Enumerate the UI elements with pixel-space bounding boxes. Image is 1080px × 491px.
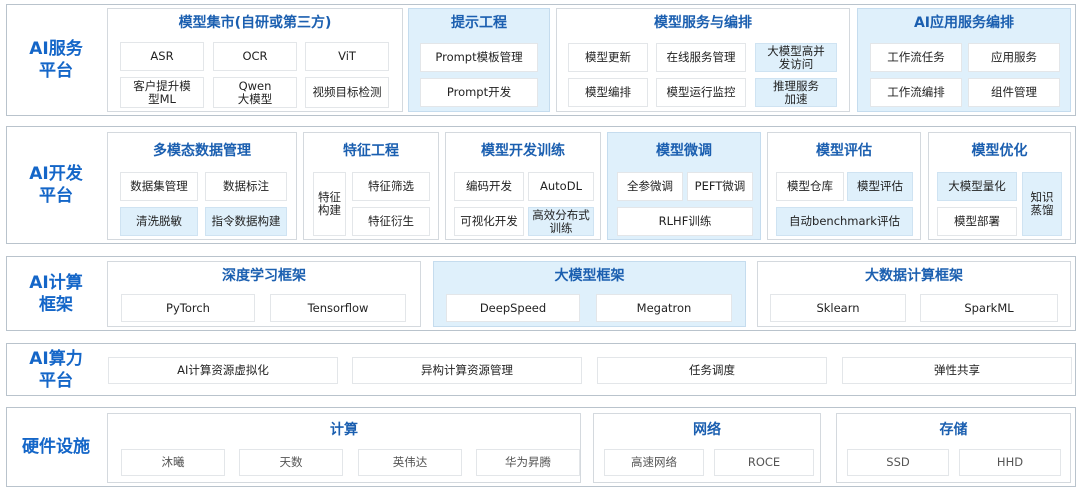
box-app-service[interactable]: 应用服务 [968, 43, 1060, 72]
box-distributed-training[interactable]: 高效分布式 训练 [528, 207, 594, 236]
box-megatron[interactable]: Megatron [596, 294, 732, 322]
box-autodl[interactable]: AutoDL [528, 172, 594, 201]
box-visual-dev[interactable]: 可视化开发 [454, 207, 524, 236]
box-customer-ml[interactable]: 客户提升模 型ML [120, 77, 204, 108]
panel-feature-engineering: 特征工程 特征 构建 特征筛选 特征衍生 [303, 132, 439, 240]
box-workflow-orchestration[interactable]: 工作流编排 [870, 78, 962, 107]
panel-title-deep-learning: 深度学习框架 [222, 268, 306, 284]
box-vit[interactable]: ViT [305, 42, 389, 71]
box-deepspeed[interactable]: DeepSpeed [446, 294, 580, 322]
layer-title-ai-dev: AI开发 平台 [29, 164, 83, 206]
box-asr[interactable]: ASR [120, 42, 204, 71]
panel-title-storage: 存储 [939, 422, 968, 438]
box-high-concurrency[interactable]: 大模型高并 发访问 [755, 43, 837, 72]
panel-deep-learning: 深度学习框架 PyTorch Tensorflow [107, 261, 421, 327]
box-instruction-data[interactable]: 指令数据构建 [205, 207, 287, 236]
panel-title-multimodal-data: 多模态数据管理 [153, 143, 251, 159]
box-cleaning-masking[interactable]: 清洗脱敏 [120, 207, 198, 236]
box-model-repo[interactable]: 模型仓库 [776, 172, 844, 201]
box-model-orchestration[interactable]: 模型编排 [568, 78, 648, 107]
panel-title-model-market: 模型集市(自研或第三方) [178, 15, 332, 31]
box-quantization[interactable]: 大模型量化 [937, 172, 1017, 201]
panel-title-bigdata: 大数据计算框架 [865, 268, 963, 284]
panel-model-finetune: 模型微调 全参微调 PEFT微调 RLHF训练 [607, 132, 761, 240]
panel-title-eval: 模型评估 [816, 143, 872, 159]
box-qwen[interactable]: Qwen 大模型 [213, 77, 297, 108]
panel-title-prompt: 提示工程 [451, 15, 507, 31]
layer-title-ai-service: AI服务 平台 [29, 39, 83, 81]
panel-title-feature: 特征工程 [343, 143, 399, 159]
box-ssd[interactable]: SSD [847, 449, 949, 476]
panel-model-service: 模型服务与编排 模型更新 在线服务管理 大模型高并 发访问 模型编排 模型运行监… [556, 8, 850, 112]
layer-title-ai-framework: AI计算 框架 [29, 272, 83, 315]
box-feature-build[interactable]: 特征 构建 [313, 172, 346, 236]
panel-model-eval: 模型评估 模型仓库 模型评估 自动benchmark评估 [767, 132, 921, 240]
box-heterogeneous-mgmt[interactable]: 异构计算资源管理 [352, 357, 582, 384]
box-full-finetune[interactable]: 全参微调 [617, 172, 683, 201]
box-prompt-template[interactable]: Prompt模板管理 [420, 43, 538, 72]
panel-model-market: 模型集市(自研或第三方) ASR OCR ViT 客户提升模 型ML Qwen … [107, 8, 403, 112]
box-peft[interactable]: PEFT微调 [687, 172, 753, 201]
box-pytorch[interactable]: PyTorch [121, 294, 255, 322]
panel-title-model-service: 模型服务与编排 [654, 15, 752, 31]
box-high-speed-network[interactable]: 高速网络 [604, 449, 704, 476]
box-tensorflow[interactable]: Tensorflow [270, 294, 406, 322]
layer-title-hardware: 硬件设施 [22, 437, 90, 457]
box-model-update[interactable]: 模型更新 [568, 43, 648, 72]
panel-title-finetune: 模型微调 [656, 143, 712, 159]
box-sparkml[interactable]: SparkML [920, 294, 1058, 322]
box-task-scheduling[interactable]: 任务调度 [597, 357, 827, 384]
panel-title-ai-app: AI应用服务编排 [913, 15, 1015, 31]
panel-bigdata-framework: 大数据计算框架 Sklearn SparkML [757, 261, 1071, 327]
panel-title-optimization: 模型优化 [971, 143, 1028, 159]
panel-title-compute: 计算 [330, 422, 358, 438]
box-huawei-ascend[interactable]: 华为昇腾 [476, 449, 580, 476]
box-hhd[interactable]: HHD [959, 449, 1061, 476]
box-sklearn[interactable]: Sklearn [770, 294, 906, 322]
box-workflow-task[interactable]: 工作流任务 [870, 43, 962, 72]
box-feature-select[interactable]: 特征筛选 [352, 172, 430, 201]
box-ocr[interactable]: OCR [213, 42, 297, 71]
box-coding-dev[interactable]: 编码开发 [454, 172, 524, 201]
panel-title-network: 网络 [693, 422, 721, 438]
panel-multimodal-data: 多模态数据管理 数据集管理 数据标注 清洗脱敏 指令数据构建 [107, 132, 297, 240]
box-elastic-sharing[interactable]: 弹性共享 [842, 357, 1072, 384]
box-component-mgmt[interactable]: 组件管理 [968, 78, 1060, 107]
panel-compute: 计算 沐曦 天数 英伟达 华为昇腾 [107, 413, 581, 483]
box-nvidia[interactable]: 英伟达 [358, 449, 462, 476]
box-tianshu[interactable]: 天数 [239, 449, 343, 476]
panel-model-optimization: 模型优化 大模型量化 模型部署 知识 蒸馏 [928, 132, 1071, 240]
panel-prompt-engineering: 提示工程 Prompt模板管理 Prompt开发 [408, 8, 550, 112]
panel-title-model-dev: 模型开发训练 [481, 143, 565, 159]
box-roce[interactable]: ROCE [714, 449, 814, 476]
box-model-evaluation[interactable]: 模型评估 [847, 172, 913, 201]
box-dataset-mgmt[interactable]: 数据集管理 [120, 172, 198, 201]
box-model-deploy[interactable]: 模型部署 [937, 207, 1017, 236]
box-feature-derive[interactable]: 特征衍生 [352, 207, 430, 236]
panel-ai-app-orchestration: AI应用服务编排 工作流任务 应用服务 工作流编排 组件管理 [857, 8, 1071, 112]
box-online-service[interactable]: 在线服务管理 [656, 43, 746, 72]
box-video-detection[interactable]: 视频目标检测 [305, 77, 389, 108]
box-data-labeling[interactable]: 数据标注 [205, 172, 287, 201]
layer-title-ai-power: AI算力 平台 [29, 348, 83, 391]
panel-llm-framework: 大模型框架 DeepSpeed Megatron [433, 261, 746, 327]
box-auto-benchmark[interactable]: 自动benchmark评估 [776, 207, 913, 236]
box-inference-accel[interactable]: 推理服务 加速 [755, 78, 837, 107]
panel-title-llm-framework: 大模型框架 [554, 268, 625, 284]
box-resource-virtualization[interactable]: AI计算资源虚拟化 [108, 357, 338, 384]
box-runtime-monitor[interactable]: 模型运行监控 [656, 78, 746, 107]
panel-network: 网络 高速网络 ROCE [593, 413, 821, 483]
panel-storage: 存储 SSD HHD [836, 413, 1071, 483]
box-rlhf[interactable]: RLHF训练 [617, 207, 753, 236]
box-distillation[interactable]: 知识 蒸馏 [1022, 172, 1062, 236]
box-prompt-dev[interactable]: Prompt开发 [420, 78, 538, 107]
panel-model-dev-training: 模型开发训练 编码开发 AutoDL 可视化开发 高效分布式 训练 [445, 132, 601, 240]
box-muxi[interactable]: 沐曦 [121, 449, 225, 476]
